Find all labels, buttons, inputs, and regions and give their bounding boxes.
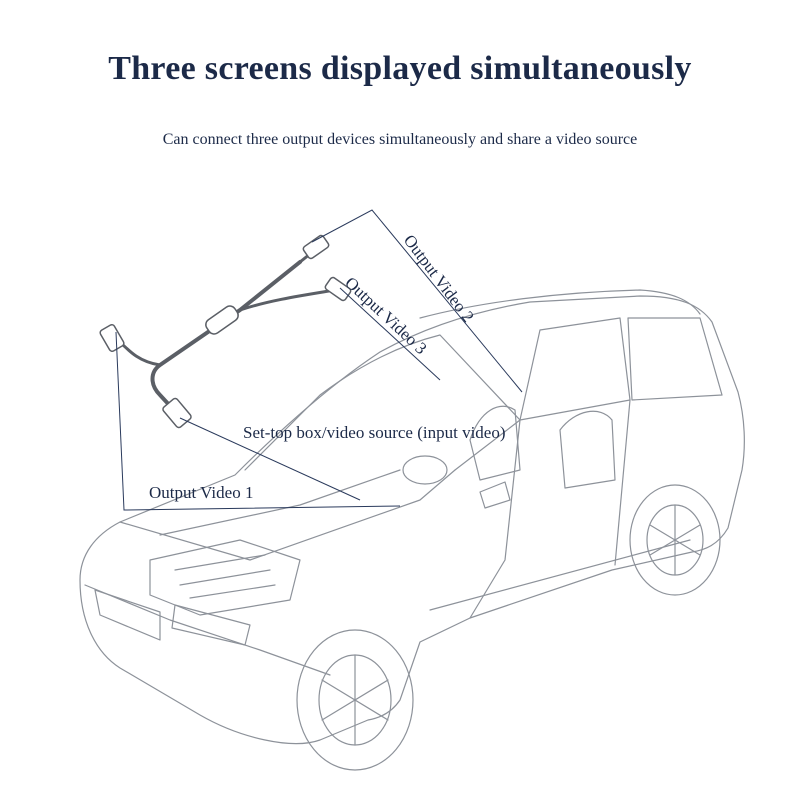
label-output-video-2: Output Video 2 [400,231,478,326]
engine-block [149,539,301,616]
splitter-cable [118,248,337,410]
grille [94,589,161,641]
front-rim-spokes [321,654,389,746]
label-output-video-3: Output Video 3 [341,273,430,358]
door-line-front [469,419,521,619]
cable-connectors [99,234,352,429]
hood-line [119,469,456,561]
windshield [244,334,521,471]
rear-side-window [627,317,723,401]
label-output-video-1: Output Video 1 [149,483,253,502]
cable-trunk [150,260,302,410]
cable-branch-output1 [118,340,162,367]
label-input-video: Set-top box/video source (input video) [243,423,506,442]
side-mirror [479,481,511,509]
roof-rail [419,289,701,319]
rear-seat [559,410,616,489]
cable-branch-output3 [238,288,337,312]
connector-output2 [302,234,330,260]
car-body-outline [79,295,745,745]
leader-output2 [311,209,523,393]
connector-output1 [99,323,125,353]
page-subtitle: Can connect three output devices simulta… [162,131,638,148]
front-tire [296,629,414,771]
connector-output3 [324,276,352,302]
car-illustration [79,289,745,771]
front-seat [469,405,521,481]
leader-output3 [339,287,441,381]
leader-lines [115,209,523,511]
engine-detail [174,554,276,599]
steering-wheel [402,455,448,485]
rocker-line [429,539,691,611]
headlight [171,604,251,646]
page-title: Three screens displayed simultaneously [108,50,692,87]
front-side-window [519,317,631,421]
leader-input [179,417,361,501]
door-line-rear [614,399,631,566]
leader-output1 [115,331,401,511]
rear-rim-spokes [649,504,701,576]
rear-tire [629,484,721,596]
splitter-hub [205,305,239,335]
front-bumper [84,584,331,676]
hood-crease [159,469,401,536]
